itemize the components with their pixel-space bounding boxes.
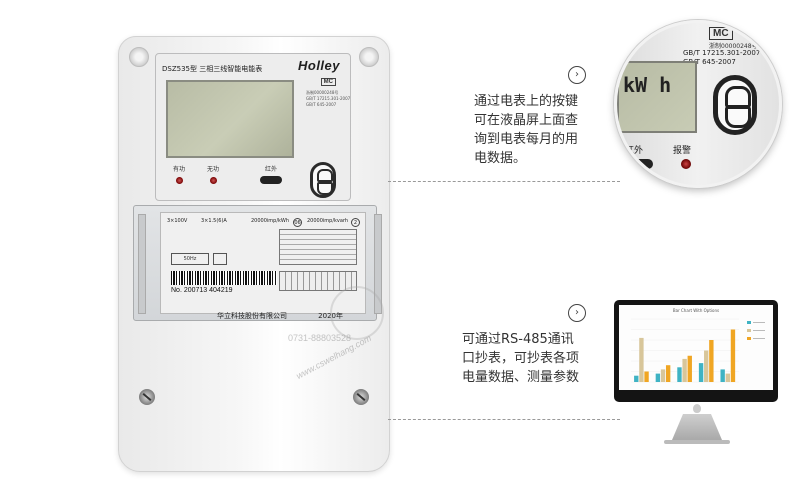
meter-model: DSZ535型 三相三线智能电能表 <box>162 65 263 73</box>
screw-right-icon <box>353 389 369 405</box>
manufacturer: 华立科技股份有限公司 <box>217 312 287 320</box>
cert-line: 浙制00000248号 <box>306 90 339 95</box>
reactive-label: 无功 <box>206 166 219 173</box>
barcode <box>171 271 277 285</box>
frequency-box: 50Hz <box>171 253 209 265</box>
zoom-alarm-led-icon <box>681 159 691 169</box>
watermark-phone: 0731-88803528 <box>288 333 352 343</box>
spec-reactive-constant: 20000imp/kvarh <box>307 218 349 224</box>
zoom-std-line: GB/T 17215.301-2007 <box>683 49 761 57</box>
chart-legend-swatch <box>747 329 751 332</box>
chart-title: Bar Chart With Options <box>672 308 720 313</box>
mounting-hole-top-right <box>359 47 379 67</box>
meter-upper-panel: DSZ535型 三相三线智能电能表 Holley MC 浙制00000248号 … <box>155 53 351 201</box>
active-indicator: 有功 <box>164 164 194 184</box>
chart-bar <box>677 367 682 382</box>
spec-badge-1: 06 <box>293 218 302 227</box>
chart-bar <box>709 340 714 382</box>
annotation-line: 通过电表上的按键 <box>474 94 579 109</box>
zoom-detail: MC 浙制00000248号 GB/T 17215.301-2007 GB/T … <box>614 20 782 188</box>
connector-top <box>388 181 620 182</box>
chart-bar <box>720 369 725 382</box>
chart-bar <box>704 350 709 382</box>
active-label: 有功 <box>172 166 185 173</box>
chart-bar <box>634 375 639 382</box>
infrared-label: 红外 <box>264 166 277 173</box>
serial-number: No. 200713 404219 <box>171 287 233 294</box>
chevron-right-icon: › <box>568 66 586 84</box>
annotation-line: 可通过RS-485通讯 <box>462 332 574 347</box>
page-button[interactable] <box>310 162 336 198</box>
zoom-alarm-label: 报警 <box>673 146 692 156</box>
chart-legend-label <box>753 338 765 339</box>
chart-bar <box>725 373 730 382</box>
zoom-lcd-screen: kW h <box>617 61 697 133</box>
chart-legend-swatch <box>747 337 751 340</box>
chevron-right-icon: › <box>568 304 586 322</box>
apple-logo-icon <box>693 404 701 413</box>
monitor: Bar Chart With Options <box>614 300 778 402</box>
monitor-stand-base <box>664 440 730 444</box>
screw-left-icon <box>139 389 155 405</box>
chart-legend-label <box>753 330 765 331</box>
monitor-stand <box>672 414 722 440</box>
wiring-diagram <box>279 229 357 265</box>
spec-voltage: 3×100V <box>167 218 188 224</box>
cert-lines: 浙制00000248号 GB/T 17215.301-2007 GB/T 645… <box>306 90 351 108</box>
cert-line: GB/T 17215.301-2007 <box>306 96 351 101</box>
reactive-led-icon <box>209 177 217 184</box>
bar-chart <box>631 318 765 383</box>
annotation-line: 询到电表每月的用 <box>474 132 579 147</box>
infrared-indicator: 红外 <box>256 164 286 173</box>
square-mark <box>213 253 227 265</box>
zoom-infrared-port-icon <box>623 159 653 169</box>
nameplate: 3×100V 3×1.5(6)A 20000imp/kWh 06 20000im… <box>160 212 366 320</box>
watermark-seal <box>330 286 384 340</box>
annotation-line: 电数据。 <box>474 151 527 166</box>
cover-hinge-left <box>138 214 146 314</box>
annotation-line: 口抄表，可抄表各项 <box>462 351 580 366</box>
cert-line: GB/T 645-2007 <box>306 102 337 107</box>
mounting-hole-top-left <box>129 47 149 67</box>
lcd-screen <box>166 80 294 158</box>
chart-bar <box>687 355 692 382</box>
cmc-mark: MC <box>320 78 336 86</box>
zoom-page-button[interactable] <box>713 75 757 135</box>
spec-active-constant: 20000imp/kWh <box>251 218 290 224</box>
reactive-indicator: 无功 <box>198 164 228 184</box>
zoom-standards: GB/T 17215.301-2007 GB/T 645-2007 <box>683 49 760 67</box>
chart-bar <box>644 371 649 382</box>
infrared-port-icon <box>260 176 282 184</box>
connector-bottom <box>388 419 620 420</box>
chart-bar <box>730 329 736 382</box>
zoom-infrared-label: 红外 <box>625 146 644 156</box>
monitor-screen: Bar Chart With Options <box>619 305 773 390</box>
zoom-cmc-mark: MC <box>709 27 733 40</box>
chart-bar <box>665 365 671 382</box>
chart-legend-label <box>753 322 765 323</box>
zoom-lcd-text: kW h <box>623 73 672 97</box>
chart-bar <box>682 358 687 382</box>
chart-legend-swatch <box>747 321 751 324</box>
electric-meter: DSZ535型 三相三线智能电能表 Holley MC 浙制00000248号 … <box>118 36 390 472</box>
chart-bar <box>655 373 661 382</box>
chart-bar <box>698 363 704 382</box>
chart-bar <box>660 369 666 382</box>
annotation-bottom: 可通过RS-485通讯 口抄表，可抄表各项 电量数据、测量参数 <box>462 330 579 387</box>
annotation-line: 电量数据、测量参数 <box>462 370 580 385</box>
brand-logo: Holley <box>297 58 340 73</box>
spec-current: 3×1.5(6)A <box>201 218 227 224</box>
spec-badge-2: 2 <box>351 218 360 227</box>
zoom-cert: 浙制00000248号 <box>709 43 758 50</box>
active-led-icon <box>175 177 183 184</box>
terminal-diagram <box>279 271 357 291</box>
annotation-top: 通过电表上的按键 可在液晶屏上面查 询到电表每月的用 电数据。 <box>474 92 578 168</box>
annotation-line: 可在液晶屏上面查 <box>474 113 579 128</box>
chart-bar <box>639 337 644 382</box>
zoom-std-line: GB/T 645-2007 <box>683 58 736 66</box>
